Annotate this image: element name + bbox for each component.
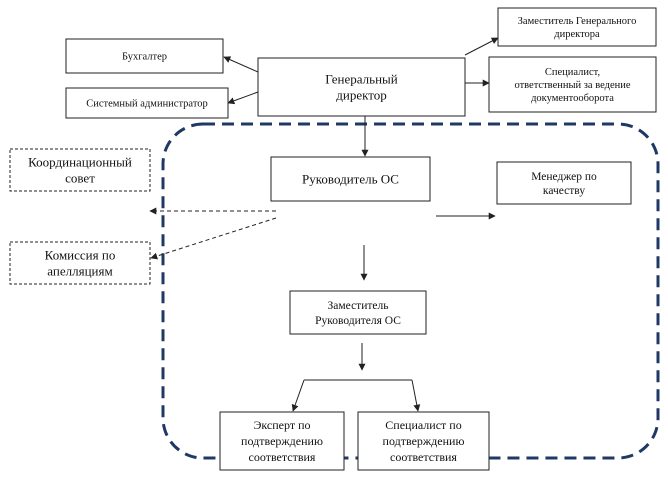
quality-manager-label: Менеджер по качеству xyxy=(531,171,597,197)
label-line: Руководитель ОС xyxy=(302,172,399,187)
label-line: директора xyxy=(554,29,600,40)
accountant-label: Бухгалтер xyxy=(122,52,167,63)
arrow-branch-to-specialist xyxy=(411,379,421,412)
node-quality-manager: Менеджер по качеству xyxy=(496,161,632,205)
label-line: подтверждению xyxy=(241,434,323,448)
label-line: Руководителя ОС xyxy=(315,315,401,327)
docflow-specialist-label: Специалист, ответственный за ведение докум… xyxy=(514,67,630,104)
label-line: ответственный за ведение xyxy=(514,80,630,91)
label-line: соответствия xyxy=(249,450,316,464)
arrow-director-to-accountant xyxy=(223,56,259,73)
label-line: совет xyxy=(65,171,95,186)
conformity-specialist-label: Специалист по подтверждению соответствия xyxy=(383,418,465,464)
label-line: Менеджер по xyxy=(531,171,597,183)
label-line: Заместитель xyxy=(328,300,389,312)
label-line: Системный администратор xyxy=(86,99,208,110)
arrow-director-to-deputy xyxy=(464,37,499,56)
node-deputy-general-director: Заместитель Генерального директора xyxy=(497,7,657,47)
label-line: Специалист по xyxy=(385,418,461,432)
label-line: Специалист, xyxy=(545,67,600,78)
sysadmin-label: Системный администратор xyxy=(86,99,208,110)
label-line: Координационный xyxy=(28,155,132,170)
label-line: Эксперт по xyxy=(253,418,310,432)
connectors xyxy=(149,37,499,412)
node-docflow-specialist: Специалист, ответственный за ведение докум… xyxy=(488,56,657,113)
label-line: директор xyxy=(336,88,387,103)
label-line: качеству xyxy=(543,185,585,197)
deputy-general-director-label: Заместитель Генерального директора xyxy=(518,16,637,40)
label-line: подтверждению xyxy=(383,434,465,448)
label-line: Генеральный xyxy=(325,72,398,87)
node-accountant: Бухгалтер xyxy=(65,38,224,74)
label-line: Бухгалтер xyxy=(122,52,167,63)
label-line: Комиссия по xyxy=(45,248,116,263)
arrow-branch-to-expert xyxy=(291,379,305,412)
conformity-expert-label: Эксперт по подтверждению соответствия xyxy=(241,418,323,464)
label-line: апелляциям xyxy=(47,264,112,279)
arrow-director-to-sysadmin xyxy=(227,91,259,105)
label-line: соответствия xyxy=(390,450,457,464)
node-sysadmin: Системный администратор xyxy=(65,87,229,119)
node-conformity-expert: Эксперт по подтверждению соответствия xyxy=(219,411,345,471)
node-os-head: Руководитель ОС xyxy=(270,156,431,202)
node-conformity-specialist: Специалист по подтверждению соответствия xyxy=(357,411,490,471)
dashed-link-to-appeals-commission xyxy=(150,217,277,260)
label-line: документооборота xyxy=(531,93,614,104)
label-line: Заместитель Генерального xyxy=(518,16,637,27)
os-head-label: Руководитель ОС xyxy=(302,172,399,187)
